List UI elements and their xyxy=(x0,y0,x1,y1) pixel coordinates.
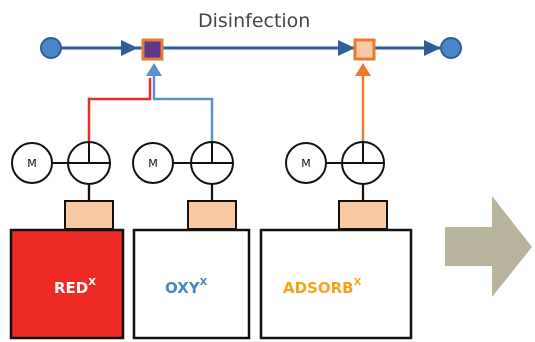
pump-unit-adsorb: M xyxy=(285,141,385,185)
flow-arrow-2-icon xyxy=(338,40,355,56)
tank-adsorb xyxy=(259,228,413,340)
motor-label: M xyxy=(27,157,37,170)
oxy-dosing-arrow-icon xyxy=(146,63,162,76)
tank-label-oxy: OXYX xyxy=(165,277,208,297)
pump-unit-red: M xyxy=(11,141,111,185)
mixer-1 xyxy=(141,38,164,61)
valve-block-adsorb xyxy=(338,200,388,230)
pump-unit-oxy: M xyxy=(132,141,234,185)
next-step-arrow-icon xyxy=(445,196,532,297)
tank-label-red: REDX xyxy=(54,277,96,297)
outlet-node xyxy=(440,37,462,59)
tank-label-adsorb: ADSORBX xyxy=(283,277,362,297)
flow-arrow-3-icon xyxy=(424,40,441,56)
inlet-node xyxy=(40,37,62,59)
valve-block-red xyxy=(64,200,114,230)
motor-label: M xyxy=(301,157,311,170)
mixer-2 xyxy=(353,38,376,61)
valve-block-oxy xyxy=(187,200,237,230)
adsorb-dosing-arrow-icon xyxy=(355,63,371,76)
tank-oxy xyxy=(132,228,251,340)
tank-red xyxy=(9,228,125,340)
flow-arrow-1-icon xyxy=(121,40,138,56)
diagram-title: Disinfection xyxy=(198,10,310,32)
motor-label: M xyxy=(148,157,158,170)
